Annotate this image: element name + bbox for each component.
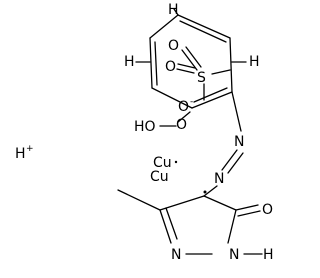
bond-s-o2	[177, 63, 196, 69]
bond-n2-c3	[159, 209, 172, 244]
radical-dot-cu	[174, 160, 178, 164]
atom-h-ring-right: H	[249, 54, 260, 70]
chemical-structure-diagram: H H H O O S O - HO O H + Cu Cu N N O N N…	[15, 2, 274, 263]
bond-ring-n1	[231, 91, 242, 132]
bond-ring-5	[149, 37, 153, 89]
atom-h-ion: H	[15, 146, 26, 162]
bond-c3-methyl	[117, 189, 161, 211]
bond-ring-3-inner	[193, 87, 228, 103]
bond-s-o1	[181, 49, 198, 71]
bond-h-top	[173, 8, 179, 16]
atom-h-ring-left: H	[124, 54, 135, 70]
bond-lines	[117, 8, 263, 255]
charge-o-sulfonyl: -	[190, 97, 193, 107]
bond-ring-2	[229, 37, 233, 93]
bond-ring-5-inner	[154, 41, 158, 86]
bond-c5-o	[235, 204, 259, 211]
bond-c5-o-dbl	[237, 210, 261, 217]
bond-n1-n2-dbl	[227, 152, 244, 174]
atom-h-ring-top: H	[168, 2, 179, 18]
bond-s-o2-dbl	[176, 68, 195, 74]
bond-n2-c3-dbl	[165, 207, 178, 240]
bond-c5-n1	[227, 209, 237, 244]
atom-labels: H H H O O S O - HO O H + Cu Cu N N O N N…	[15, 2, 274, 263]
atom-n-azo-1: N	[234, 134, 244, 150]
atom-h-nitrogen: H	[263, 247, 274, 263]
atom-ho-group: HO	[134, 119, 156, 135]
atom-cu: Cu	[150, 169, 169, 185]
atom-s-sulfonyl: S	[197, 70, 206, 86]
atom-ion-sign: +	[26, 144, 34, 154]
bond-ring-3	[191, 91, 233, 109]
bond-ring-6	[149, 14, 179, 39]
bond-s-o1-dbl	[185, 46, 202, 68]
bond-s-ring	[211, 69, 231, 75]
bond-ring-1-inner	[179, 20, 227, 43]
atom-o-sulfonyl-2: O	[165, 59, 176, 75]
atom-o-hydroxyl: O	[176, 117, 187, 133]
radical-dots	[174, 160, 207, 194]
atom-n-ring: N	[171, 247, 181, 263]
atom-n-ring-h: N	[229, 247, 239, 263]
bond-ring-4	[151, 87, 193, 109]
radical-dot-c4	[203, 190, 207, 194]
bond-n1-n2	[221, 149, 238, 171]
atom-o-sulfonyl-1: O	[168, 38, 179, 54]
bond-c3-c4	[159, 195, 205, 211]
atom-o-keto: O	[262, 202, 273, 218]
atom-n-azo-2: N	[214, 171, 224, 187]
atom-o-sulfonyl-3: O	[178, 99, 189, 115]
bond-n2-c4	[203, 185, 218, 197]
bond-ring-1	[177, 14, 231, 39]
atom-cu-overlap: Cu	[153, 155, 172, 171]
bond-c4-c5	[203, 195, 237, 211]
bond-oh	[177, 111, 191, 123]
